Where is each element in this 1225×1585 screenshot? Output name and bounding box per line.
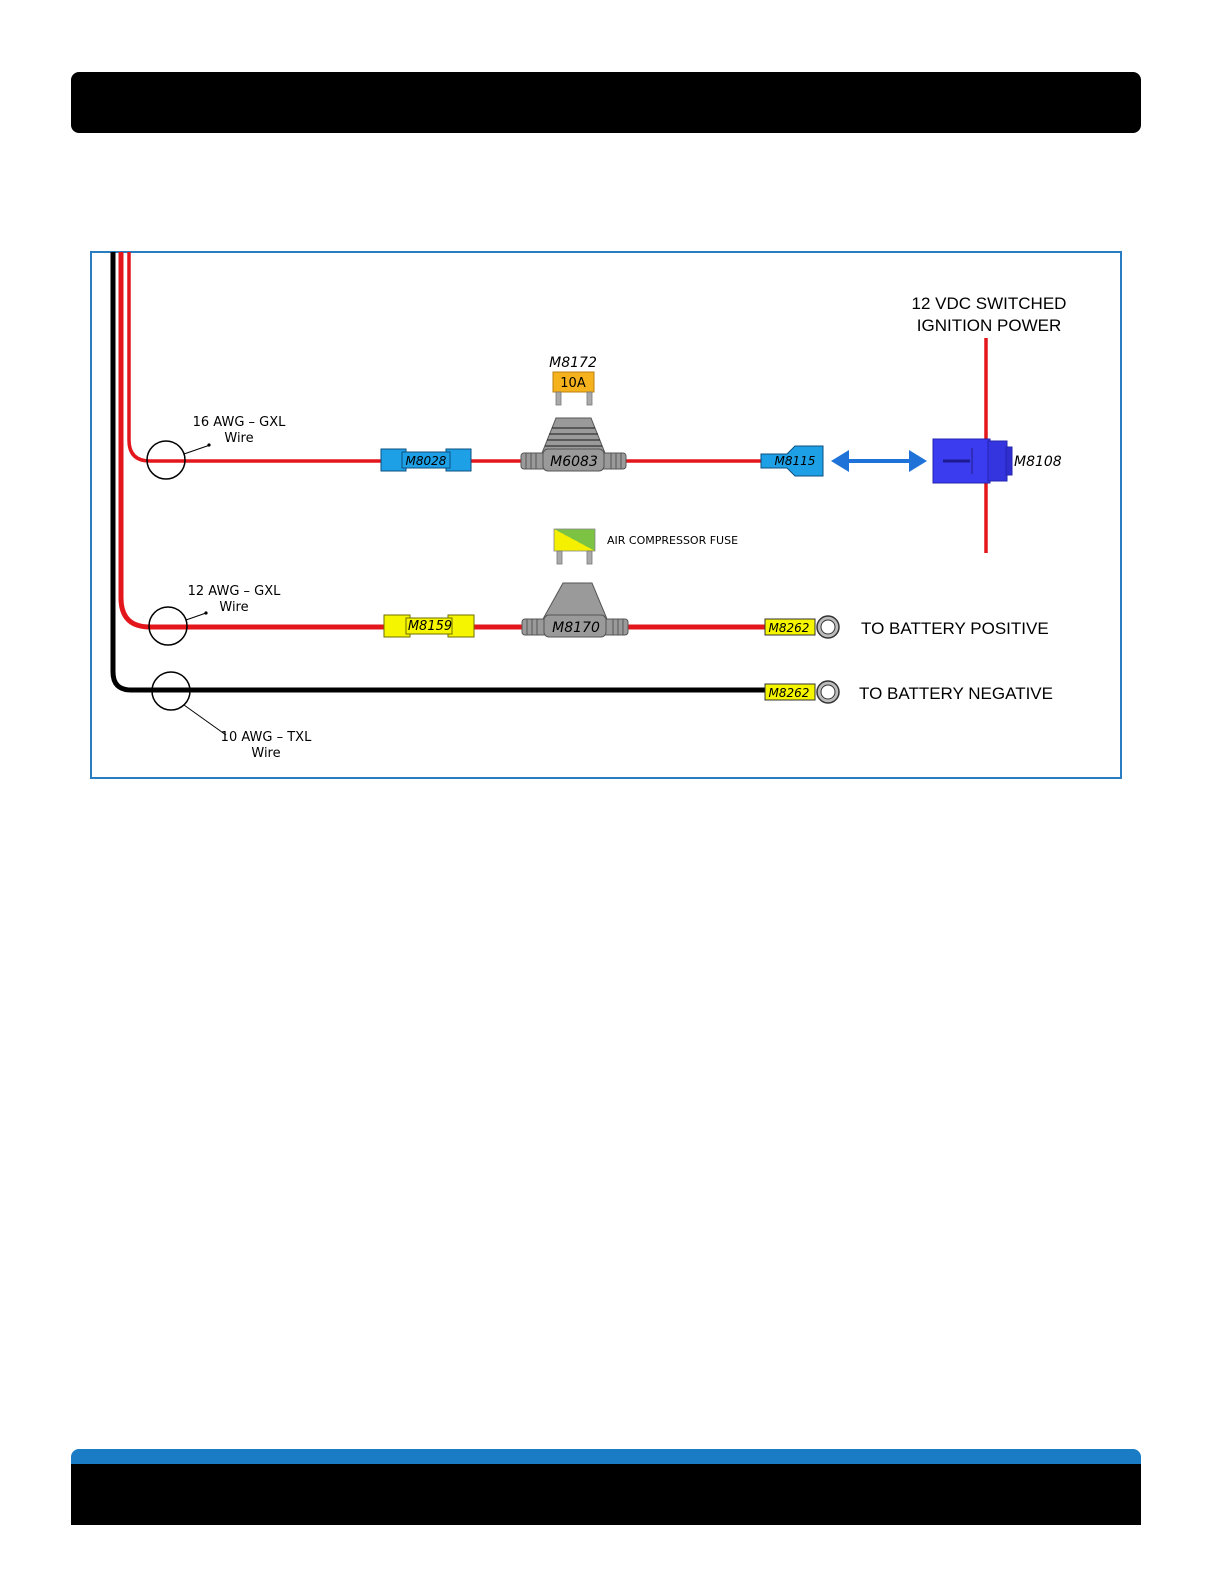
wire-16awg-sublabel: Wire [224,431,253,446]
part-m8159-label: M8159 [408,619,452,634]
battery-negative-label: TO BATTERY NEGATIVE [859,684,1053,703]
wire-12awg-label: 12 AWG – GXL [188,584,282,599]
red-trunk-wire-12awg [121,252,770,627]
part-m8115-label: M8115 [775,454,816,468]
air-compressor-fuse-label: AIR COMPRESSOR FUSE [607,534,738,547]
part-m6083-label: M6083 [550,454,598,470]
wire-16awg-label: 16 AWG – GXL [193,415,287,430]
wire-10awg-sublabel: Wire [251,746,280,761]
battery-positive-label: TO BATTERY POSITIVE [861,619,1049,638]
part-m8262-negative-label: M8262 [769,686,810,700]
footer-bar [71,1464,1141,1525]
blue-connector-m8108 [933,439,1012,483]
wire-12awg-sublabel: Wire [219,600,248,615]
fuse-10a-label: 10A [560,376,586,391]
ignition-power-label-line2: IGNITION POWER [917,316,1062,335]
part-m8170-label: M8170 [552,620,600,636]
connection-double-arrow-icon [831,450,927,472]
part-m8108-label: M8108 [1014,454,1062,470]
wire-10awg-label: 10 AWG – TXL [221,730,312,745]
part-m8172-label: M8172 [549,355,597,371]
ignition-power-label-line1: 12 VDC SWITCHED [912,294,1067,313]
air-compressor-fuse-icon [554,529,595,564]
part-m8028-label: M8028 [406,454,447,468]
part-m8262-positive-label: M8262 [769,621,810,635]
